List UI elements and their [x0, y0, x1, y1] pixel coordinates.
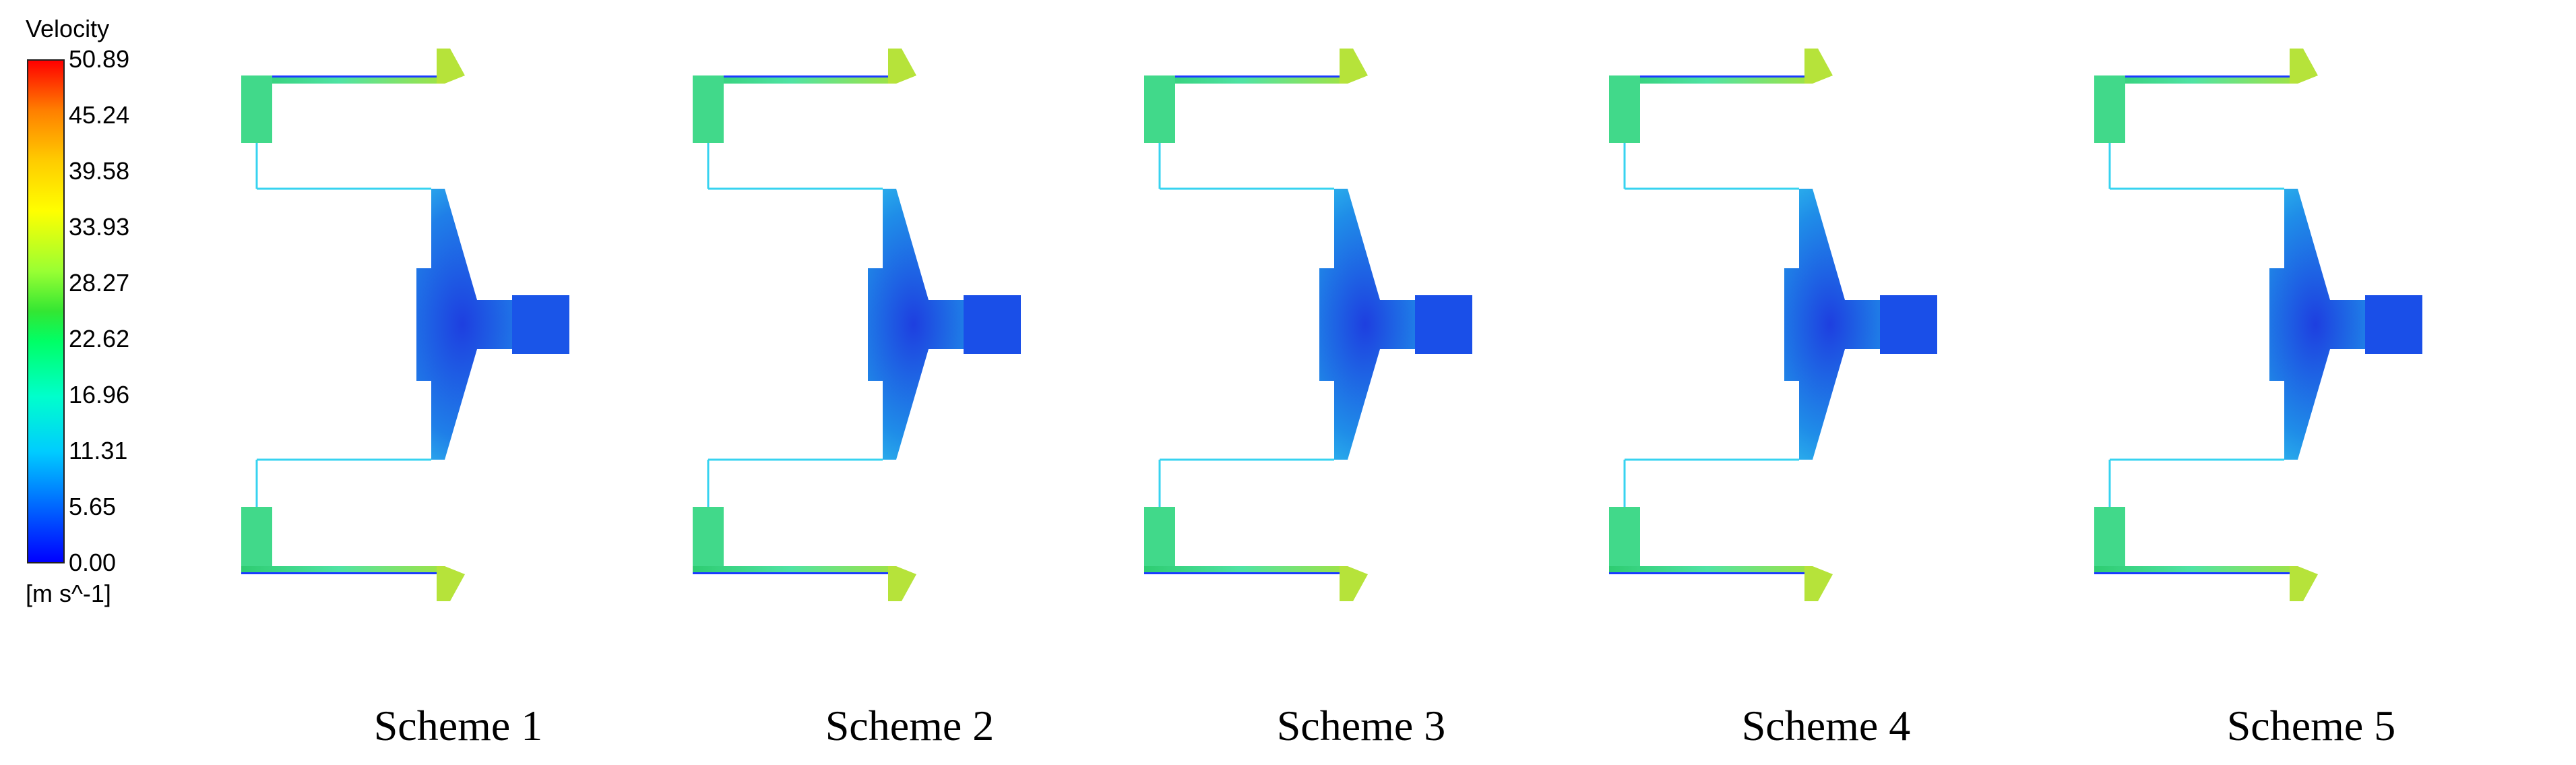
top-outlet-nozzle — [888, 49, 916, 84]
legend-tick: 16.96 — [69, 381, 130, 408]
top-duct-wall — [2094, 75, 2290, 78]
bottom-outlet-nozzle — [888, 566, 916, 601]
top-duct-wall — [1609, 75, 1804, 78]
legend-tick: 22.62 — [69, 325, 130, 353]
legend-tick: 39.58 — [69, 157, 130, 185]
central-chamber — [1784, 189, 1937, 460]
scheme-2-panel: Scheme 2 — [681, 0, 1139, 765]
central-chamber — [868, 189, 1021, 460]
top-outlet-nozzle — [2290, 49, 2318, 84]
outlet-pipe — [1880, 295, 1937, 354]
top-inlet-box — [2094, 75, 2125, 143]
top-duct-wall — [693, 75, 888, 78]
legend-colorbar — [27, 59, 65, 563]
scheme-1-label: Scheme 1 — [373, 702, 543, 749]
central-chamber — [1319, 189, 1472, 460]
scheme-4-contour — [1609, 49, 1937, 601]
scheme-4-panel: Scheme 4 — [1597, 0, 2055, 765]
bottom-duct-wall — [1609, 572, 1804, 574]
scheme-1-contour — [241, 49, 569, 601]
outlet-pipe — [1415, 295, 1472, 354]
top-duct-wall — [241, 75, 437, 78]
bottom-duct-wall — [693, 572, 888, 574]
legend-tick: 33.93 — [69, 213, 130, 241]
velocity-legend: Velocity 50.89 45.24 39.58 33.93 28.27 2… — [0, 0, 229, 765]
top-outlet-nozzle — [437, 49, 465, 84]
scheme-4-label: Scheme 4 — [1741, 702, 1911, 749]
flow-domain — [693, 49, 1021, 601]
scheme-2-contour — [693, 49, 1021, 601]
legend-units: [m s^-1] — [26, 580, 111, 607]
top-outlet-nozzle — [1804, 49, 1833, 84]
bottom-outlet-nozzle — [437, 566, 465, 601]
outlet-pipe — [512, 295, 569, 354]
legend-tick: 50.89 — [69, 45, 130, 73]
bottom-duct-wall — [2094, 572, 2290, 574]
bottom-inlet-box — [2094, 507, 2125, 574]
top-outlet-nozzle — [1340, 49, 1368, 84]
bottom-inlet-box — [241, 507, 272, 574]
top-inlet-box — [241, 75, 272, 143]
top-inlet-box — [1144, 75, 1175, 143]
bottom-outlet-nozzle — [1804, 566, 1833, 601]
top-duct-wall — [1144, 75, 1340, 78]
scheme-1-panel: Scheme 1 — [229, 0, 687, 765]
bottom-outlet-nozzle — [2290, 566, 2318, 601]
central-chamber — [2269, 189, 2422, 460]
scheme-3-label: Scheme 3 — [1276, 702, 1446, 749]
bottom-duct-wall — [241, 572, 437, 574]
scheme-2-label: Scheme 2 — [825, 702, 995, 749]
flow-domain — [2094, 49, 2422, 601]
flow-domain — [1609, 49, 1937, 601]
scheme-3-panel: Scheme 3 — [1132, 0, 1590, 765]
legend-tick: 45.24 — [69, 101, 130, 129]
scheme-5-contour — [2094, 49, 2422, 601]
scheme-5-panel: Scheme 5 — [2082, 0, 2540, 765]
flow-domain — [241, 49, 569, 601]
bottom-outlet-nozzle — [1340, 566, 1368, 601]
flow-domain — [1144, 49, 1472, 601]
bottom-duct-wall — [1144, 572, 1340, 574]
top-inlet-box — [693, 75, 724, 143]
top-inlet-box — [1609, 75, 1640, 143]
bottom-inlet-box — [1144, 507, 1175, 574]
legend-tick: 5.65 — [69, 493, 117, 520]
legend-tick: 28.27 — [69, 269, 130, 297]
bottom-inlet-box — [1609, 507, 1640, 574]
outlet-pipe — [964, 295, 1021, 354]
bottom-inlet-box — [693, 507, 724, 574]
legend-tick: 0.00 — [69, 549, 117, 576]
scheme-5-label: Scheme 5 — [2226, 702, 2396, 749]
scheme-3-contour — [1144, 49, 1472, 601]
central-chamber — [416, 189, 569, 460]
legend-tick: 11.31 — [69, 437, 128, 464]
outlet-pipe — [2365, 295, 2422, 354]
legend-title: Velocity — [26, 15, 110, 42]
